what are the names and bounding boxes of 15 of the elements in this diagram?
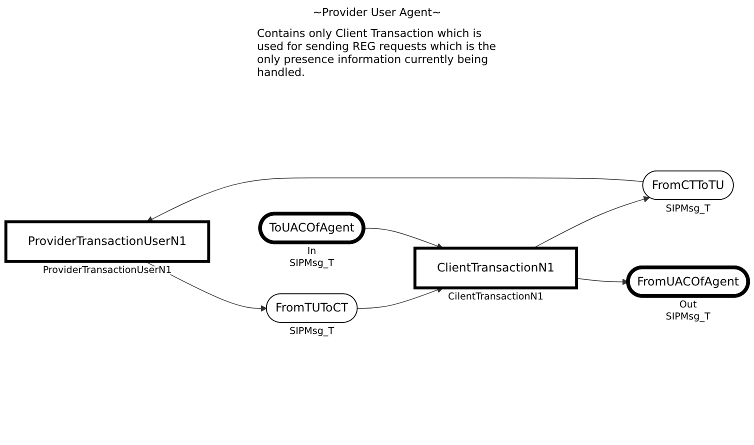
arrow [146,177,644,222]
node-annotation: SIPMsg_T [290,258,334,269]
node-box: ProviderTransactionUserN1 [4,220,210,263]
diagram-title: ~Provider User Agent~ [312,6,442,19]
node-annotation: SIPMsg_T [666,203,710,214]
note-text: Contains only Client Transaction which is used for sending REG requests which is the only presence information currently being handled. [257,27,497,79]
node-annotation: In [307,246,316,258]
node-annotation: SIPMsg_T [290,326,334,338]
node-annotation: CilentTransactionN1 [448,292,544,303]
node-annotation: Out [679,300,697,311]
arrow [357,286,444,309]
arrow [576,278,629,286]
node-box: ClientTransactionN1 [413,246,578,290]
node-annotation: SIPMsg_T [666,311,710,322]
arrow [364,228,444,250]
